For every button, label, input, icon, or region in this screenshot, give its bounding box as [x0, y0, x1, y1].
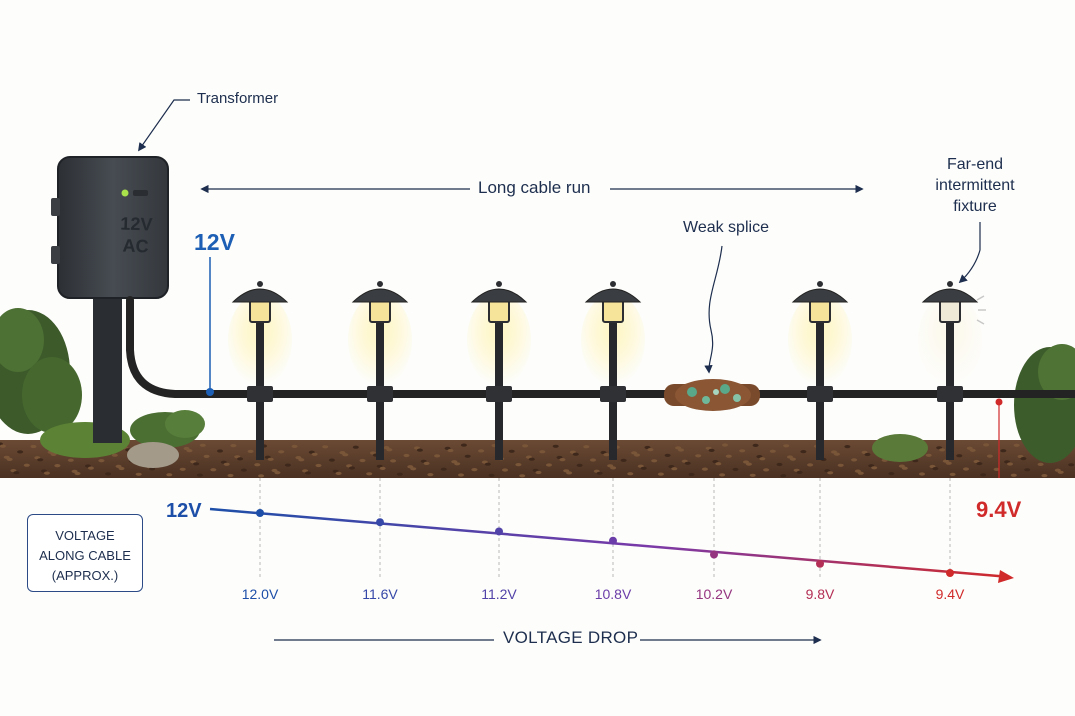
transformer-face-line1: 12V — [120, 213, 153, 235]
path-light-fixture — [228, 281, 292, 460]
weak-splice-label: Weak splice — [683, 219, 769, 236]
legend-box: VOLTAGE ALONG CABLE (APPROX.) — [27, 514, 143, 592]
voltage-point — [946, 569, 954, 577]
path-light-fixture — [918, 281, 986, 460]
trend-arrowhead — [998, 570, 1014, 583]
rock — [127, 442, 179, 468]
legend-line2: ALONG CABLE — [39, 548, 131, 563]
weak-splice-leader — [704, 245, 723, 374]
voltage-tick-label: 11.6V — [362, 586, 398, 602]
voltage-point — [710, 550, 718, 559]
main-cable — [126, 296, 1075, 398]
voltage-tick-label: 12.0V — [241, 586, 279, 602]
shrub-right — [1014, 344, 1075, 463]
far-end-leader — [958, 222, 981, 284]
far-end-fixture-label: Far-end intermittent fixture — [935, 156, 1015, 215]
transformer-face-line2: AC — [122, 235, 149, 257]
voltage-tick-label: 9.4V — [935, 586, 965, 602]
fixtures-group — [228, 281, 986, 460]
long-cable-run-label: Long cable run — [478, 178, 591, 197]
voltage-tick-label: 10.2V — [695, 586, 733, 602]
voltage-drop-label: VOLTAGE DROP — [503, 628, 639, 647]
voltage-point — [609, 536, 617, 545]
path-light-fixture — [581, 281, 645, 460]
end-voltage-point — [995, 398, 1003, 406]
transformer-face-label: 12V AC — [119, 212, 153, 257]
transformer-label: Transformer — [197, 90, 279, 107]
voltage-point — [816, 559, 824, 568]
voltage-graph — [209, 478, 1014, 583]
voltage-point — [495, 527, 503, 536]
transformer-callout-leader — [138, 99, 190, 152]
path-light-fixture — [788, 281, 852, 460]
voltage-point — [256, 509, 264, 517]
legend-line3: (APPROX.) — [51, 568, 119, 583]
graph-start-voltage-label: 12V — [166, 500, 202, 522]
grass-tuft — [872, 434, 928, 462]
voltage-point — [376, 518, 384, 527]
path-light-fixture — [348, 281, 412, 460]
voltage-tick-label: 10.8V — [594, 586, 632, 602]
flicker-icon — [976, 295, 986, 325]
shrub-small-left — [130, 410, 205, 448]
path-light-fixture — [467, 281, 531, 460]
shrub-left — [0, 308, 82, 434]
voltage-tick-label: 9.8V — [805, 586, 835, 602]
source-voltage-label: 12V — [194, 229, 235, 255]
weak-splice — [664, 379, 760, 411]
voltage-tick-label: 11.2V — [481, 586, 517, 602]
transformer-unit — [51, 156, 169, 443]
source-voltage-point — [206, 388, 214, 396]
legend-line1: VOLTAGE — [55, 528, 115, 543]
end-voltage-label: 9.4V — [976, 497, 1022, 522]
power-led-icon — [121, 189, 129, 197]
